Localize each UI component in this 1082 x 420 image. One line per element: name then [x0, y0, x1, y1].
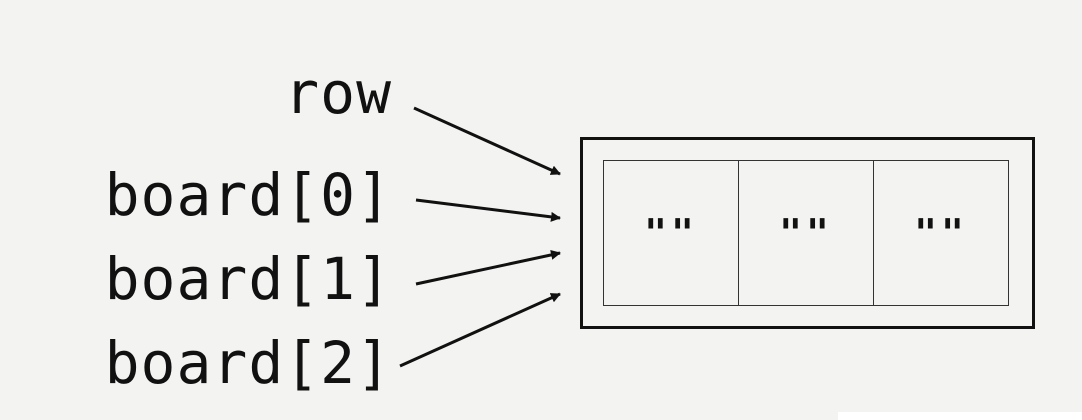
- label-board-2: board[2]: [104, 329, 392, 397]
- corner-strip: [838, 412, 1082, 420]
- label-board-1: board[1]: [104, 245, 392, 313]
- arrow-row: [413, 106, 561, 176]
- arrow-board-0: [415, 198, 561, 222]
- arrow-board-1: [415, 250, 561, 286]
- list-outer-box: [580, 137, 1035, 329]
- list-cells: "" "" "": [603, 160, 1009, 306]
- label-row: row: [284, 59, 392, 127]
- cell-1: "": [738, 161, 873, 305]
- cell-0: "": [644, 211, 698, 255]
- label-board-0: board[0]: [104, 161, 392, 229]
- cell-2: "": [873, 161, 1008, 305]
- arrow-board-2: [399, 292, 561, 368]
